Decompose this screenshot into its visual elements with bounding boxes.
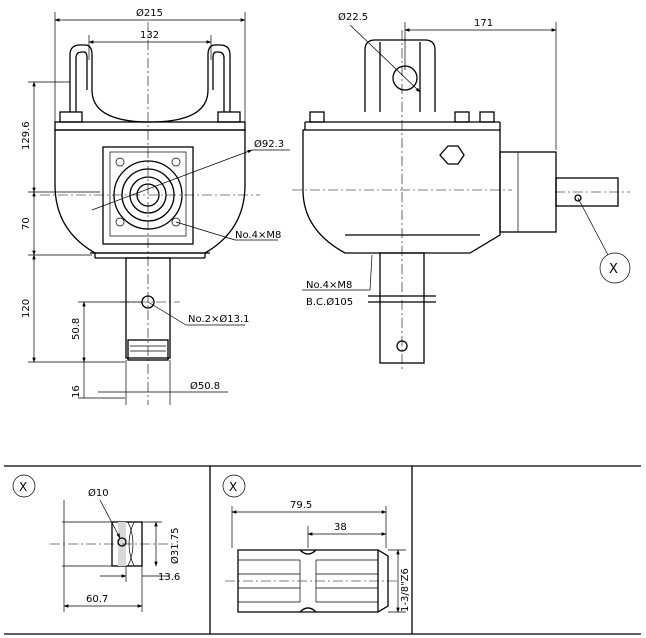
dim-mount-spacing: 132 [140, 30, 159, 41]
detail-a-length: 60.7 [86, 594, 108, 605]
dim-hole-position: 50.8 [71, 318, 82, 340]
dim-shaft-length: 120 [21, 299, 32, 318]
detail-a-width: 13.6 [158, 572, 180, 583]
detail-a: X Ø10 Ø31.75 13.6 60.7 [12, 474, 181, 612]
label-flange-bolts: No.4×M8 [235, 230, 281, 241]
detail-a-marker: X [19, 480, 27, 494]
dim-input-length: 171 [474, 18, 493, 29]
detail-callout: X [609, 262, 618, 277]
front-view: Ø215 132 129.6 70 120 50.8 16 Ø92.3 No.4… [21, 7, 290, 405]
dim-shaft-step: 16 [71, 385, 82, 398]
label-cross-holes: No.2×Ø13.1 [188, 313, 249, 325]
label-bolts: No.4×M8 [306, 280, 352, 291]
detail-frame [4, 465, 641, 635]
dim-pin-hole: Ø22.5 [338, 11, 368, 23]
dim-overall-width: Ø215 [136, 7, 163, 19]
dim-height-top: 129.6 [21, 121, 32, 150]
detail-b: X 79.5 38 1-3/8"Z6 [222, 474, 411, 613]
side-view: Ø22.5 171 No.4×M8 B.C.Ø105 X [292, 11, 631, 372]
dim-flange-diameter: Ø92.3 [254, 138, 284, 150]
detail-b-spline: 38 [334, 522, 347, 533]
detail-b-marker: X [229, 480, 237, 494]
label-bolt-circle: B.C.Ø105 [306, 296, 353, 308]
dim-shaft-diameter: Ø50.8 [190, 380, 220, 392]
detail-a-hole: Ø10 [88, 487, 109, 499]
detail-a-diameter: Ø31.75 [169, 528, 181, 565]
detail-b-spline-diameter: 1-3/8"Z6 [400, 568, 411, 612]
dim-height-mid: 70 [21, 217, 32, 230]
detail-b-overall: 79.5 [290, 500, 312, 511]
